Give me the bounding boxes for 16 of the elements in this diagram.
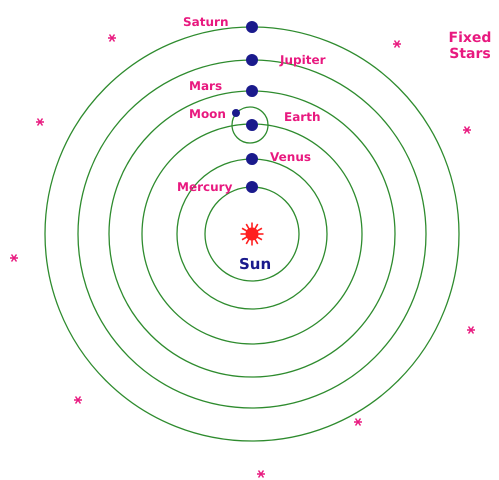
planet-label: Earth (284, 110, 320, 124)
planet-dot (246, 54, 258, 66)
planet-label: Jupiter (280, 53, 326, 67)
planet-dot (246, 181, 258, 193)
planet-label: Saturn (183, 15, 228, 29)
planet-label: Mars (189, 79, 222, 93)
planet-dot (246, 119, 258, 131)
planet-dot (246, 153, 258, 165)
sun-icon (240, 222, 264, 246)
planet-dot (246, 85, 258, 97)
planet-dot (232, 109, 240, 117)
planet-label: Venus (270, 150, 311, 164)
planet-label: Moon (189, 107, 226, 121)
caption-text: Fixed Stars (448, 30, 492, 62)
sun-label: Sun (239, 256, 272, 273)
planet-dot (246, 21, 258, 33)
